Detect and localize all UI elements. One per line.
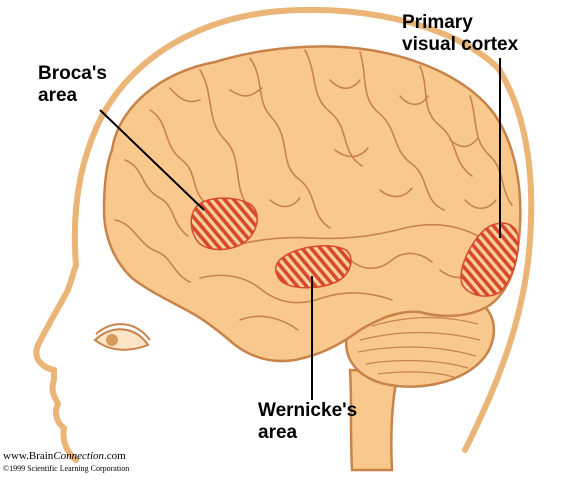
cerebrum	[102, 45, 522, 363]
site-url-italic: Connection	[53, 450, 105, 462]
primary-visual-cortex-label: Primary visual cortex	[402, 12, 518, 56]
broca-area-region	[190, 197, 258, 251]
brain-folds	[114, 49, 513, 331]
wernicke-label-line2: area	[258, 422, 298, 443]
site-url: www.BrainConnection.com	[3, 450, 129, 463]
credit-block: www.BrainConnection.com ©1999 Scientific…	[3, 450, 129, 474]
broca-label-line1: Broca's	[38, 63, 107, 84]
visual-label-line1: Primary	[402, 12, 473, 33]
eye-icon	[93, 323, 151, 351]
wernicke-area-region	[275, 245, 352, 289]
spinal-cord	[348, 368, 400, 472]
broca-label-line2: area	[38, 85, 78, 106]
head-back-outline	[462, 65, 535, 453]
broca-leader-line	[99, 109, 205, 211]
site-url-prefix: www.Brain	[3, 450, 54, 462]
wernicke-label-line1: Wernicke's	[258, 400, 358, 421]
broca-area-label: Broca's area	[38, 63, 107, 107]
head-outline	[33, 6, 503, 463]
copyright-text: ©1999 Scientific Learning Corporation	[3, 464, 130, 473]
wernicke-area-label: Wernicke's area	[258, 400, 357, 444]
visual-label-line2: visual cortex	[402, 34, 519, 55]
site-url-suffix: .com	[104, 450, 126, 462]
visual-cortex-region	[460, 222, 520, 297]
